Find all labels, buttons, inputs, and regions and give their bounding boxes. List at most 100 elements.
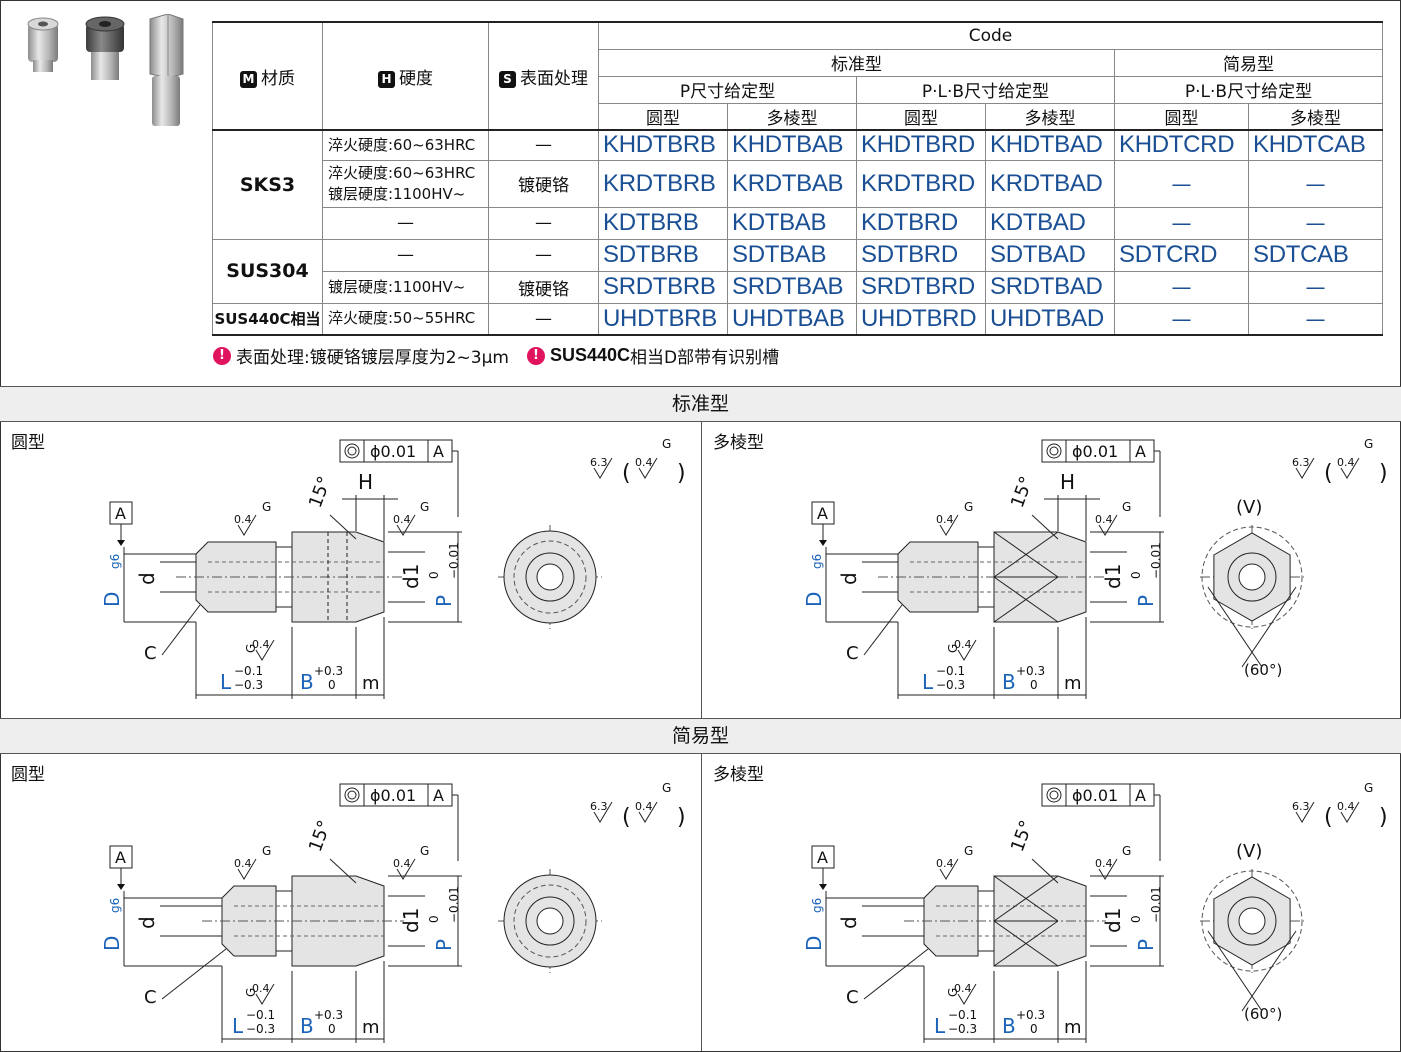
code-cell[interactable]: KHDTBRD [856, 129, 986, 161]
grind-label: G [946, 988, 960, 997]
surface-cell: — [488, 302, 599, 336]
grind-label: G [946, 644, 960, 653]
exclamation-icon: ! [526, 346, 545, 365]
table-row: 镀层硬度:1100HV~ 镀硬铬 SRDTBRB SRDTBAB SRDTBRD… [213, 270, 1383, 304]
grind-label: G [662, 781, 671, 795]
code-cell[interactable]: SDTBRB [598, 238, 728, 272]
surface-cell: 镀硬铬 [488, 270, 599, 304]
table-row: SKS3 淬火硬度:60~63HRC — KHDTBRB KHDTBAB KHD… [212, 129, 1383, 240]
roughness-value: 6.3 [1292, 456, 1310, 469]
code-cell-empty: — [1248, 302, 1383, 336]
code-cell[interactable]: UHDTBAD [985, 302, 1115, 336]
code-cell[interactable]: SRDTBAD [985, 270, 1115, 304]
chamfer-leader [863, 948, 929, 1000]
code-cell[interactable]: KRDTBAB [727, 159, 857, 208]
header-poly: 多棱型 [1248, 102, 1383, 131]
product-photos [27, 14, 184, 126]
code-cell[interactable]: UHDTBAB [727, 302, 857, 336]
code-cell[interactable]: SRDTBRD [856, 270, 986, 304]
grind-label: G [420, 500, 429, 514]
dimension-p-tol: 0 [1129, 915, 1143, 923]
chamfer-label: C [144, 643, 157, 664]
code-cell[interactable]: SRDTBRB [598, 270, 728, 304]
dimension-angle-label: (60°) [1244, 1005, 1282, 1023]
panel-title: 圆型 [11, 765, 45, 785]
dimension-b-label: B [300, 670, 314, 694]
code-cell[interactable]: KDTBAB [727, 206, 857, 240]
code-cell[interactable]: KHDTBAB [727, 129, 857, 161]
grind-label: G [420, 844, 429, 858]
grind-label: G [1122, 500, 1131, 514]
code-cell[interactable]: KRDTBRB [598, 159, 728, 208]
surface-cell: 镀硬铬 [488, 159, 599, 208]
code-cell[interactable]: KRDTBRD [856, 159, 986, 208]
header-round: 圆型 [598, 102, 728, 131]
end-view-circle [513, 540, 587, 614]
code-cell[interactable]: KHDTCAB [1248, 129, 1383, 161]
code-cell[interactable]: SDTBAB [727, 238, 857, 272]
code-cell-empty: — [1248, 159, 1383, 208]
grind-label: G [262, 844, 271, 858]
header-standard: 标准型 [598, 48, 1115, 77]
dimension-d-label: D [802, 936, 826, 951]
hex-edge [993, 920, 1059, 967]
bracket-label: ( [1324, 461, 1333, 486]
angle-label: 15° [1007, 474, 1038, 511]
code-cell[interactable]: KDTBRD [856, 206, 986, 240]
roughness-value: 6.3 [1292, 800, 1310, 813]
roughness-value: 0.4 [1095, 857, 1113, 870]
dimension-v-label: (V) [1236, 497, 1262, 518]
dimension-b-tol: 0 [1030, 678, 1038, 692]
code-cell[interactable]: SDTBAD [985, 238, 1115, 272]
roughness-value: 0.4 [1337, 456, 1355, 469]
dimension-h-label: H [1060, 470, 1075, 494]
panel-divider [701, 422, 702, 718]
header-plb-fixed-simple: P·L·B尺寸给定型 [1114, 75, 1383, 104]
roughness-symbol [1098, 514, 1118, 536]
code-cell[interactable]: KHDTBRB [598, 129, 728, 161]
concentricity-icon [1049, 790, 1059, 800]
dimension-small-d: d [135, 916, 159, 929]
dimension-d1-label: d1 [1101, 908, 1125, 933]
grind-label: G [964, 500, 973, 514]
header-simple: 简易型 [1114, 48, 1383, 77]
concentricity-icon [1046, 443, 1062, 459]
datum-label: A [817, 504, 828, 523]
hex-edge [993, 875, 1059, 922]
code-cell[interactable]: SRDTBAB [727, 270, 857, 304]
code-cell-empty: — [1114, 159, 1249, 208]
dimension-v-label: (V) [1236, 841, 1262, 862]
code-cell[interactable]: SDTCRD [1114, 238, 1249, 272]
tolerance-datum: A [1135, 442, 1146, 461]
code-cell[interactable]: KDTBRB [598, 206, 728, 240]
end-view-bore [536, 563, 564, 591]
dimension-l-label: L [220, 670, 232, 694]
code-cell[interactable]: KHDTCRD [1114, 129, 1249, 161]
code-cell[interactable]: UHDTBRB [598, 302, 728, 336]
code-cell[interactable]: SDTBRD [856, 238, 986, 272]
header-p-fixed: P尺寸给定型 [598, 75, 857, 104]
surface-cell: — [488, 129, 599, 161]
code-cell[interactable]: SDTCAB [1248, 238, 1383, 272]
header-code: Code [598, 21, 1383, 50]
roughness-symbol [638, 457, 658, 479]
dimension-l-tol: −0.1 [246, 1008, 275, 1022]
dimension-m-label: m [362, 673, 380, 694]
hardness-cell: 镀层硬度:1100HV~ [322, 270, 489, 304]
surface-cell: — [488, 238, 599, 272]
code-cell[interactable]: KRDTBAD [985, 159, 1115, 208]
datum-arrow [819, 540, 827, 546]
roughness-symbol [593, 801, 613, 823]
code-cell-empty: — [1248, 206, 1383, 240]
code-cell[interactable]: UHDTBRD [856, 302, 986, 336]
concentricity-icon [1046, 787, 1062, 803]
code-cell[interactable]: KDTBAD [985, 206, 1115, 240]
roughness-value: 0.4 [234, 513, 252, 526]
code-cell-empty: — [1114, 206, 1249, 240]
code-cell[interactable]: KHDTBAD [985, 129, 1115, 161]
